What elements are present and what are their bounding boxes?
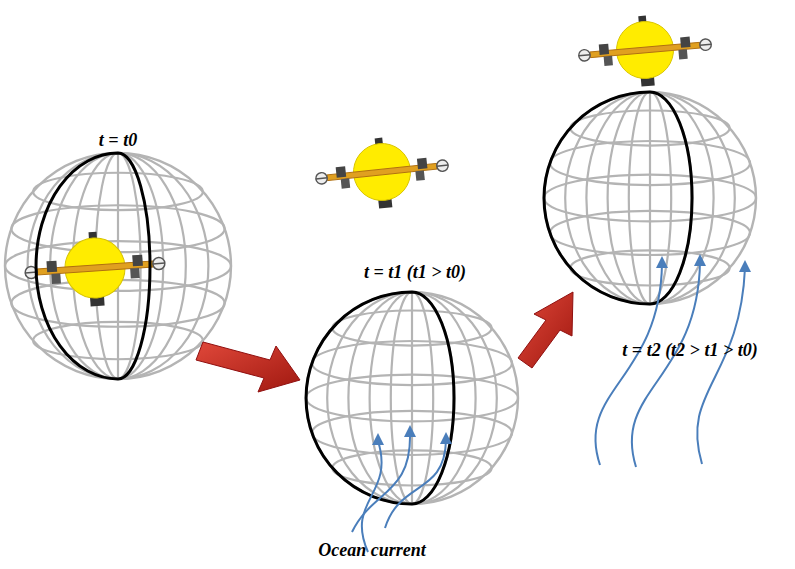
time-label: t = t1 (t1 > t0): [364, 262, 466, 283]
motion-arrow: [196, 342, 300, 392]
ocean-current: [352, 262, 745, 552]
motion-arrow: [518, 292, 573, 368]
sphere-outline: [5, 153, 231, 379]
wireframe-sphere: [544, 92, 756, 304]
sphere-meridian: [36, 153, 150, 379]
sphere-meridian: [36, 153, 150, 379]
meridian-line: [391, 292, 433, 504]
sphere-outline: [306, 292, 518, 504]
meridian-line: [649, 92, 651, 304]
meridian-line: [411, 292, 413, 504]
meridian-line: [565, 92, 735, 304]
robot: [576, 10, 715, 92]
meridian-line: [327, 292, 497, 504]
robot: [312, 131, 452, 215]
wireframe-sphere: [306, 292, 518, 504]
current-label: Ocean current: [318, 540, 426, 561]
time-label: t = t0: [99, 130, 137, 151]
sphere-meridian: [544, 92, 692, 304]
meridian-line: [348, 292, 475, 504]
meridian-line: [629, 92, 671, 304]
robot: [23, 227, 168, 311]
sphere-outline: [544, 92, 756, 304]
wireframe-sphere: [5, 153, 231, 379]
time-label: t = t2 (t2 > t1 > t0): [622, 340, 757, 361]
meridian-line: [586, 92, 713, 304]
